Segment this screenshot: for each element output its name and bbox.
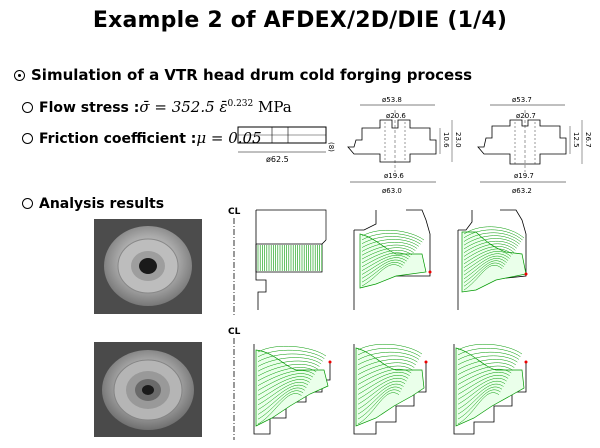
part2-top-dim: ø53.7	[512, 96, 532, 104]
analysis-line: Analysis results	[22, 196, 164, 212]
part-drawing-1: ø53.8 ø20.6 ø19.6 ø63.0 10.6 23.0	[347, 96, 462, 195]
flow-stress-equation: σ̄ = 352.5 ε̄0.232 MPa	[139, 98, 291, 116]
centerline-label-2: CL	[228, 327, 241, 337]
friction-line: Friction coefficient :μ = 0.05	[22, 129, 262, 147]
billet-diameter: ø62.5	[266, 155, 289, 164]
billet-drawing: ø62.5 (8)	[237, 126, 335, 164]
part1-bottom-dim: ø63.0	[382, 187, 402, 195]
part1-h2-dim: 23.0	[454, 132, 462, 148]
flow-stress-exponent: 0.232	[227, 99, 254, 109]
part1-h1-dim: 10.6	[442, 132, 450, 148]
flow-stress-epsilon: ε̄	[219, 98, 228, 116]
sim-step-6	[453, 344, 528, 435]
target-bullet-icon	[14, 70, 25, 81]
part2-inner-bottom-dim: ø19.7	[514, 172, 534, 180]
main-bullet-text: Simulation of a VTR head drum cold forgi…	[31, 66, 473, 84]
centerline-label: CL	[228, 207, 241, 217]
sim-step-1	[255, 209, 327, 310]
circle-bullet-icon	[22, 198, 33, 209]
circle-bullet-icon	[22, 133, 33, 144]
sim-step-5	[353, 344, 428, 435]
billet-height: (8)	[327, 142, 335, 152]
analysis-label: Analysis results	[39, 196, 165, 212]
part-drawing-2: ø53.7 ø20.7 ø19.7 ø63.2 12.5 26.7	[477, 96, 592, 195]
main-bullet: Simulation of a VTR head drum cold forgi…	[14, 66, 472, 84]
part2-inner-top-dim: ø20.7	[516, 112, 536, 120]
page-title: Example 2 of AFDEX/2D/DIE (1/4)	[92, 8, 508, 33]
sim-step-2	[353, 209, 432, 310]
part2-bottom-dim: ø63.2	[512, 187, 532, 195]
forged-part-photo-2	[94, 342, 202, 437]
part1-inner-top-dim: ø20.6	[386, 112, 406, 120]
flow-stress-line: Flow stress :σ̄ = 352.5 ε̄0.232 MPa	[22, 98, 292, 116]
circle-bullet-icon	[22, 102, 33, 113]
part2-h2-dim: 26.7	[584, 132, 592, 148]
part1-inner-bottom-dim: ø19.6	[384, 172, 404, 180]
part2-h1-dim: 12.5	[572, 132, 580, 148]
sim-step-3	[457, 209, 528, 310]
simulation-results-row-1: CL	[228, 207, 528, 315]
friction-label: Friction coefficient :	[39, 131, 197, 147]
flow-stress-label: Flow stress :	[39, 100, 140, 116]
flow-stress-lhs: σ̄ = 352.5	[139, 98, 220, 116]
sim-step-4	[253, 344, 332, 435]
forged-part-photo-1	[94, 219, 202, 314]
flow-stress-unit: MPa	[253, 98, 292, 116]
simulation-results-row-2: CL	[228, 327, 528, 440]
part1-top-dim: ø53.8	[382, 96, 402, 104]
